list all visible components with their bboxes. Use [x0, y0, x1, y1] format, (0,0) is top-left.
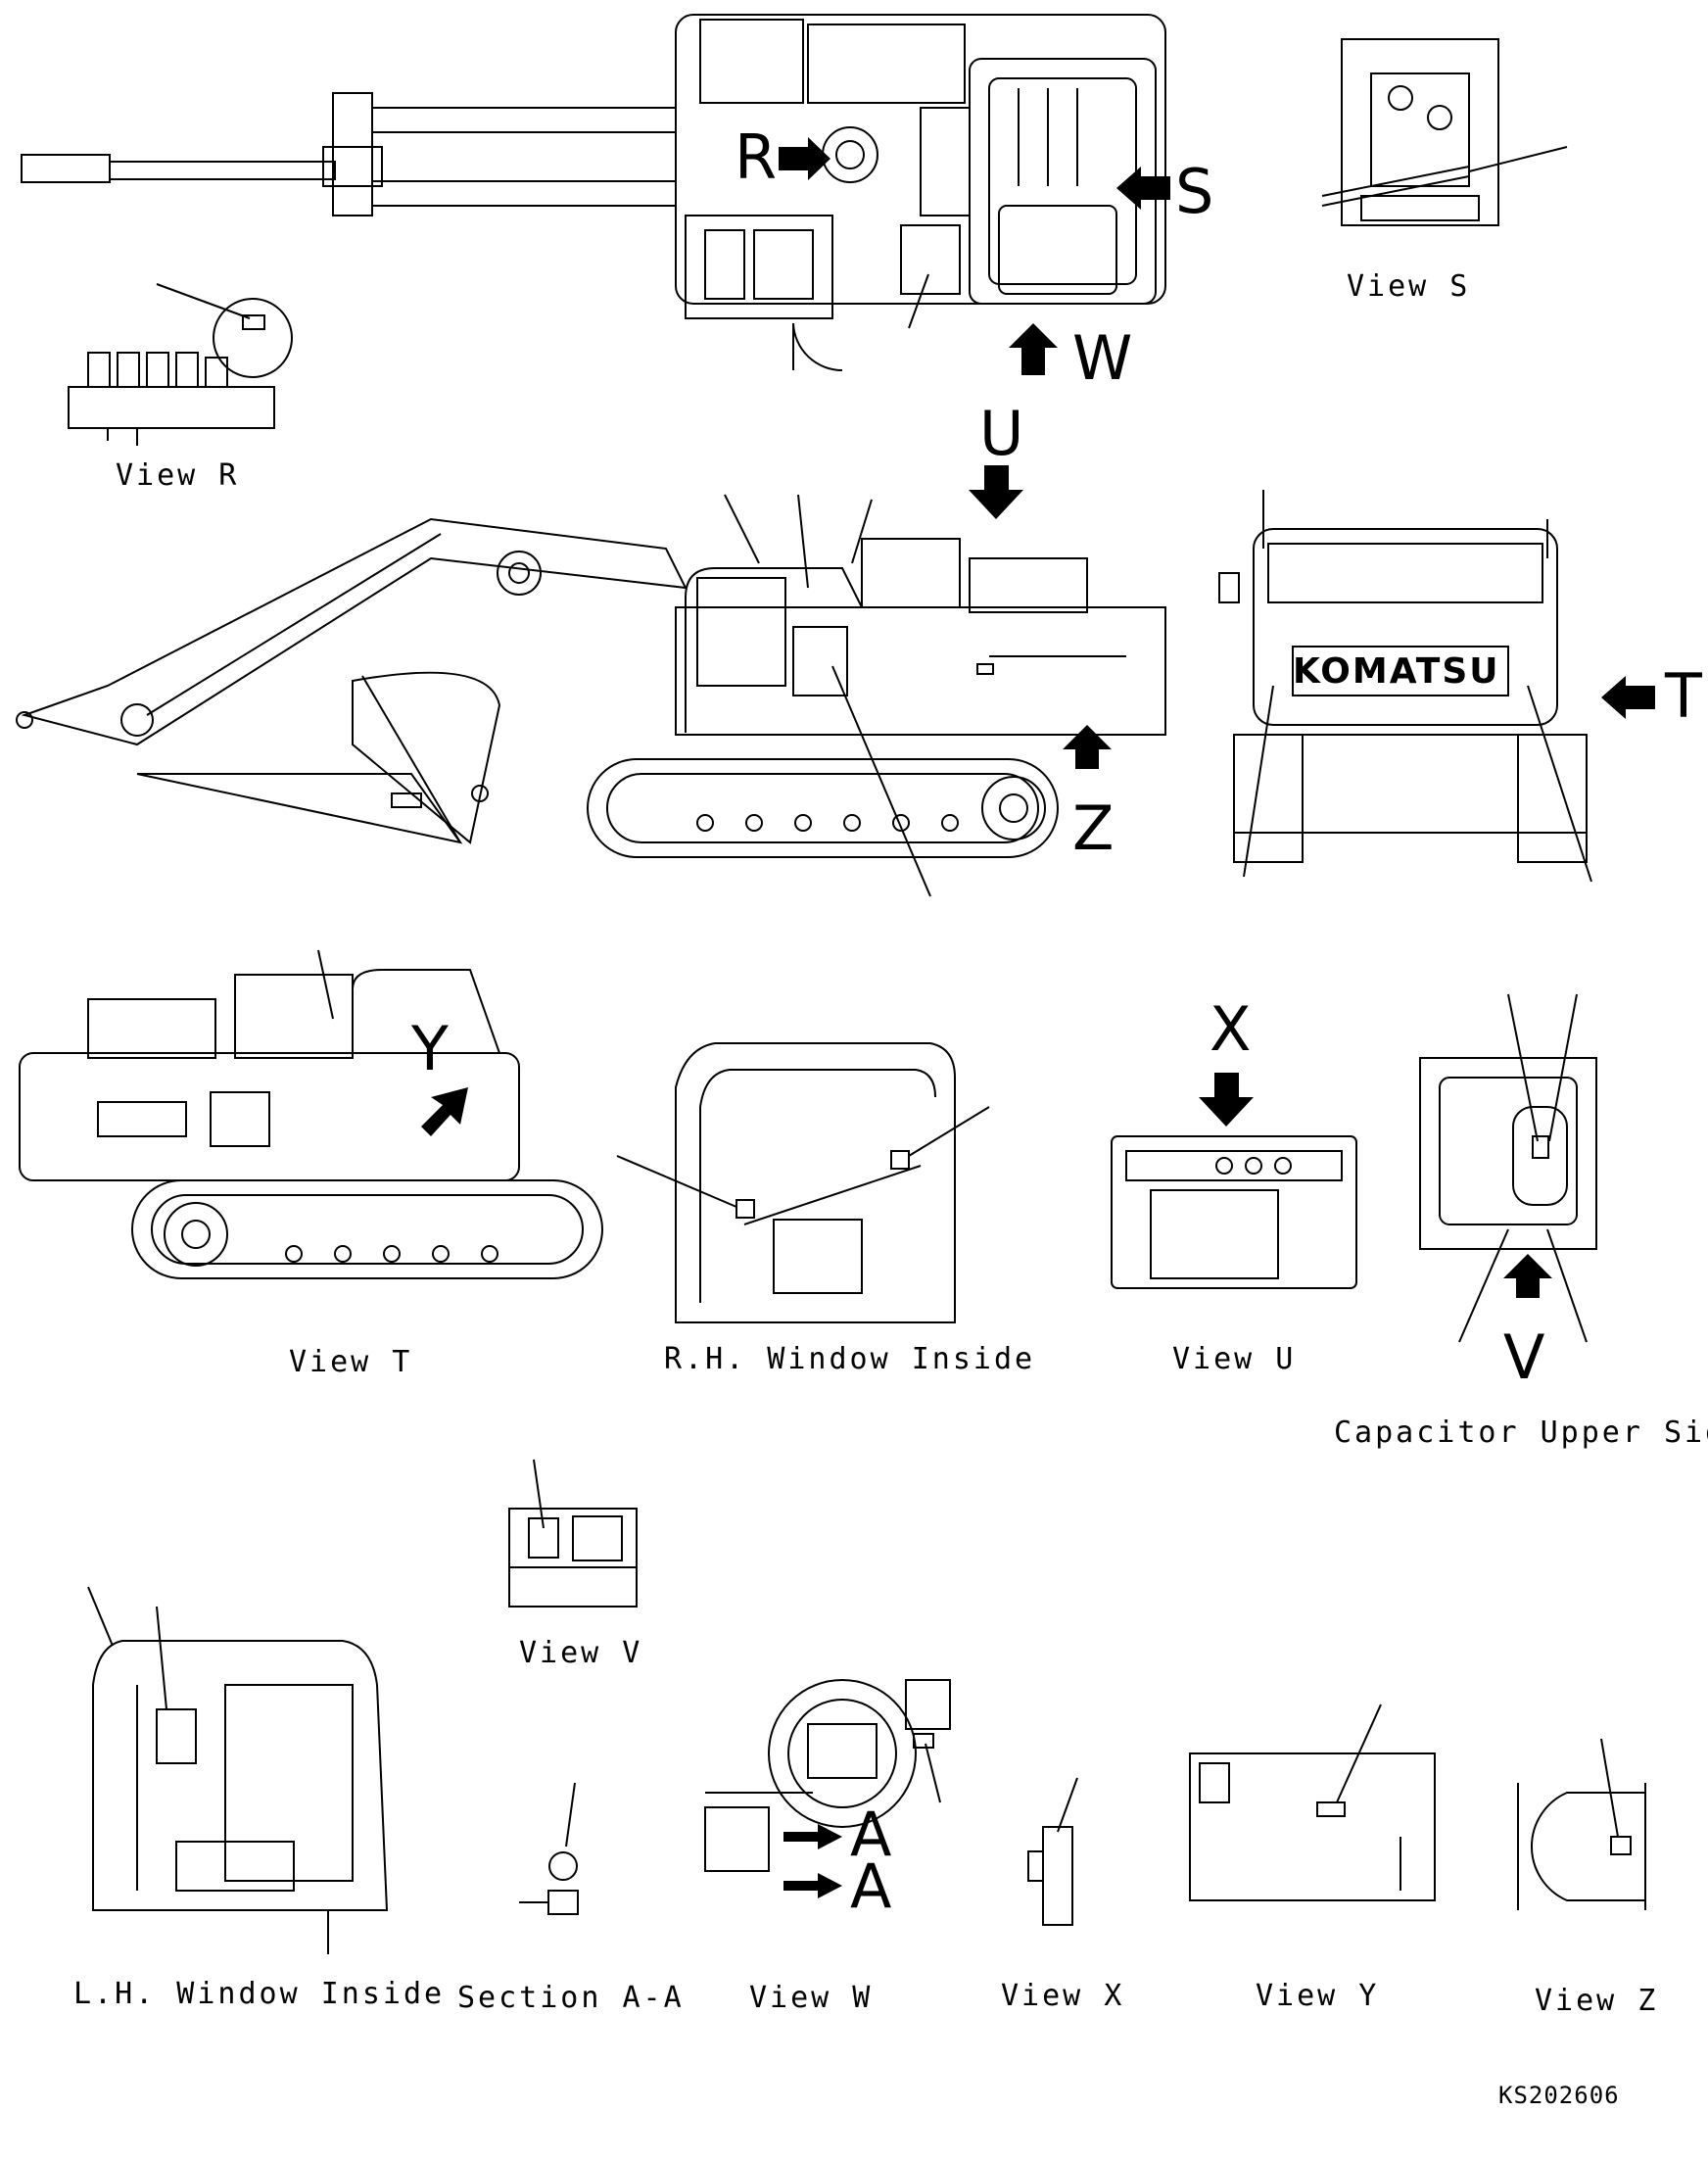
- arrow-w-icon: [1009, 323, 1058, 375]
- lh-window-drawing: [88, 1587, 387, 1954]
- arrow-label-w: W: [1072, 322, 1133, 394]
- view-v-drawing: [509, 1460, 637, 1607]
- section-aa-drawing: [519, 1783, 578, 1914]
- arrow-x-icon: [1199, 1073, 1254, 1127]
- label-capacitor-upper-side: Capacitor Upper Side: [1334, 1416, 1708, 1450]
- arrow-label-x: X: [1210, 993, 1252, 1065]
- arrow-r-icon: [779, 137, 830, 180]
- label-view-z: View Z: [1535, 1984, 1659, 2018]
- label-lh-window-inside: L.H. Window Inside: [73, 1977, 446, 2011]
- label-view-s: View S: [1347, 269, 1471, 304]
- arrow-label-u: U: [979, 398, 1024, 469]
- rh-window-drawing: [617, 1043, 989, 1322]
- arrow-z-icon: [1063, 725, 1112, 769]
- view-x-drawing: [1028, 1778, 1077, 1925]
- view-t-drawing: [20, 950, 602, 1278]
- view-z-drawing: [1518, 1739, 1645, 1910]
- arrow-v-icon: [1503, 1254, 1552, 1298]
- top-plan-view: [22, 15, 1165, 370]
- view-y-drawing: [1190, 1704, 1435, 1900]
- rear-view-excavator: [1219, 490, 1591, 882]
- label-view-w: View W: [749, 1981, 874, 2015]
- komatsu-logo: KOMATSU: [1293, 651, 1500, 692]
- label-view-v: View V: [519, 1636, 643, 1670]
- arrow-s-icon: [1116, 167, 1170, 210]
- label-view-t: View T: [289, 1345, 413, 1379]
- arrow-label-r: R: [735, 121, 778, 193]
- label-view-u: View U: [1172, 1342, 1297, 1376]
- arrow-label-z: Z: [1072, 792, 1115, 864]
- label-section-aa: Section A-A: [457, 1981, 685, 2015]
- arrow-u-icon: [969, 465, 1023, 519]
- view-r-drawing: [69, 284, 292, 446]
- label-view-r: View R: [116, 458, 240, 493]
- arrow-label-a2: A: [850, 1850, 892, 1922]
- view-w-drawing: [705, 1680, 950, 1871]
- arrow-label-t: T: [1665, 660, 1702, 732]
- label-view-y: View Y: [1256, 1979, 1380, 2013]
- view-s-drawing: [1322, 39, 1567, 225]
- section-arrow-a2-icon: [783, 1873, 842, 1898]
- capacitor-drawing: [1420, 994, 1596, 1342]
- arrow-t-icon: [1601, 676, 1655, 719]
- arrow-y-icon: [421, 1087, 468, 1136]
- arrow-label-s: S: [1175, 156, 1214, 227]
- drawing-code: KS202606: [1498, 2082, 1620, 2109]
- side-view-excavator: [17, 495, 1165, 896]
- section-arrow-a1-icon: [783, 1824, 842, 1849]
- label-rh-window-inside: R.H. Window Inside: [664, 1342, 1036, 1376]
- arrow-label-a1: A: [850, 1799, 892, 1870]
- arrow-label-y: Y: [411, 1013, 449, 1084]
- view-u-drawing: [1112, 1136, 1356, 1288]
- label-view-x: View X: [1001, 1979, 1125, 2013]
- arrow-label-v: V: [1503, 1321, 1545, 1393]
